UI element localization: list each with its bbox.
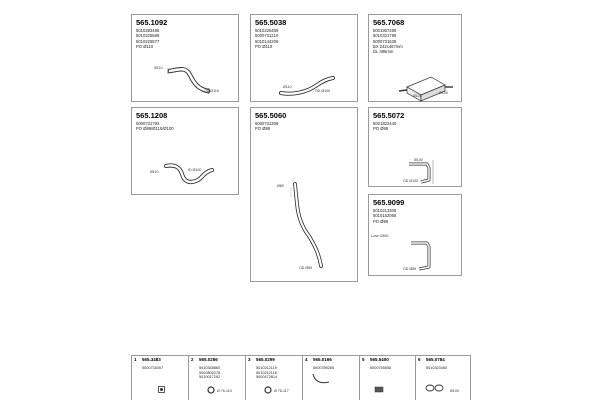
dim-label: OD Ø100 [315,89,331,93]
part-number: 565.1208 [136,111,168,120]
part-number: 565.5038 [255,18,287,27]
dim-label: ID Ø100 [188,168,202,172]
part-number: 565.5060 [255,111,287,120]
accessory-cell-1[interactable]: 1 565.3483 5000734007 [131,356,188,400]
dim-label: Ø110 [283,85,292,89]
dim-label: OD Ø89 [403,267,417,271]
dim-label: Ø100 [450,389,459,393]
hanger-icon [312,373,330,384]
clamp-range-label: Ø 76-114 [217,389,232,393]
tailpipe-drawing [411,241,431,271]
tailpipe-drawing [167,67,211,94]
tailpipe-drawing [163,163,215,185]
variant-note: Low GMV [371,233,389,238]
accessory-cell-4[interactable]: 4 565.0166 5000789265 [302,356,359,400]
accessory-number: 565.0784 [426,357,445,362]
mount-icon [374,386,384,393]
dim-label: OD Ø110 [204,89,219,93]
accessory-number: 565.5400 [370,357,389,362]
dim-label: OD Ø89 [299,266,313,270]
dim-label: Ø100 [413,94,422,98]
gasket-icon [158,386,165,393]
part-number: 565.9099 [373,198,405,207]
dim-label: Ø110 [154,66,163,70]
accessory-cell-5[interactable]: 5 565.5400 5000755555 [359,356,415,400]
tailpipe-drawing [409,160,434,184]
dim-label: Ø100 [439,91,448,95]
accessories-strip: 1 565.3483 5000734007 2 565.0256 5010348… [131,355,471,400]
dim-label: Ø89 [277,184,284,188]
pipe-drawing [290,182,323,268]
muffler-drawing [398,76,453,102]
clamp-icon [264,386,272,394]
tailpipe-drawing [279,76,335,96]
rubber-ring-icon [425,384,444,392]
accessory-number: 565.0256 [199,357,218,362]
accessory-number: 565.0299 [256,357,275,362]
clamp-range-label: Ø 76-117 [274,389,289,393]
accessory-cell-6[interactable]: 6 565.0784 5010323450 Ø100 [415,356,471,400]
accessory-number: 565.0166 [313,357,332,362]
dim-label: Ø100 [414,158,423,162]
clamp-icon [207,386,215,394]
accessory-number: 565.3483 [142,357,161,362]
part-number: 565.1092 [136,18,168,27]
part-number: 565.7068 [373,18,405,27]
part-number: 565.5072 [373,111,405,120]
dim-label: Ø110 [150,170,159,174]
dim-label: OD Ø100 [403,179,419,183]
